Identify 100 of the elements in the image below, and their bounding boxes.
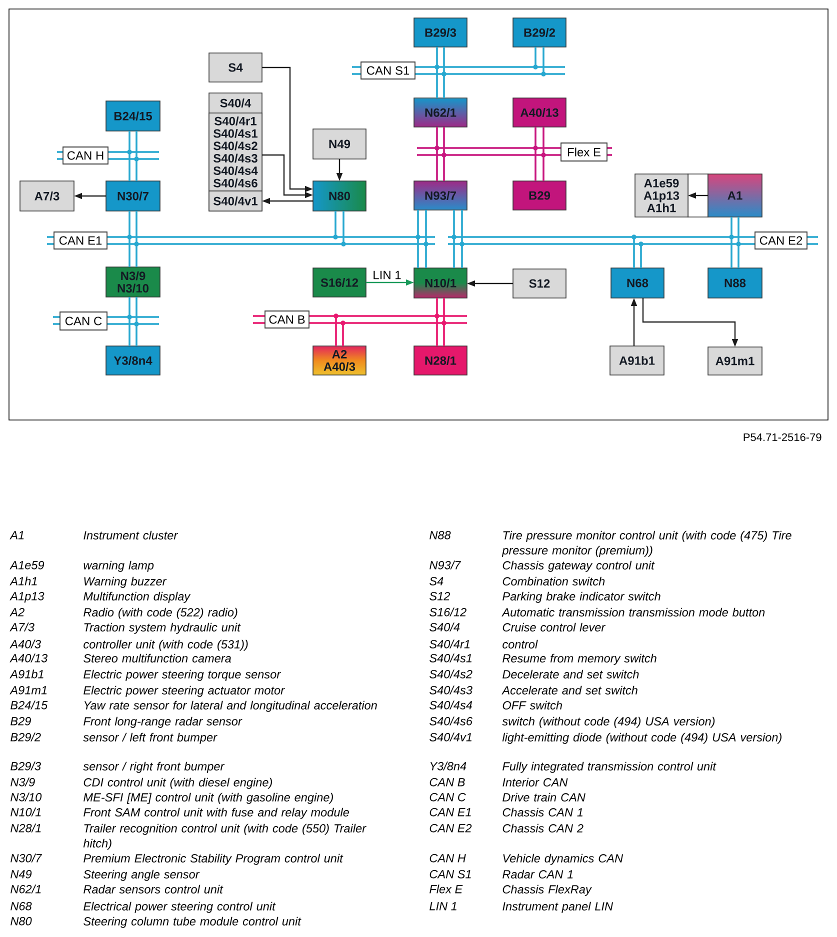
component-box: N93/7: [414, 180, 468, 210]
component-box: S4: [208, 52, 262, 82]
component-description: Resume from memory switch: [502, 654, 656, 665]
component-description: Decelerate and set switch: [502, 670, 639, 679]
component-description: Chassis FlexRay: [502, 884, 592, 896]
component-box: S40/4v1: [208, 190, 262, 212]
component-description: warning lamp: [84, 560, 154, 572]
component-box: N30/7: [106, 180, 160, 212]
component-code: A1p13: [10, 592, 44, 603]
component-description: Fully integrated transmission control unit: [502, 762, 716, 773]
component-box: B29/2: [512, 18, 566, 48]
component-box: Y3/8n4: [106, 346, 160, 376]
component-box: B29: [512, 180, 566, 210]
bus-connector: [436, 126, 445, 156]
component-code: S40/4s2: [430, 670, 472, 678]
edge-label: LIN 1: [372, 270, 402, 280]
bus-connector: [128, 151, 138, 182]
component-box: A91b1: [610, 346, 664, 376]
component-box: N88: [708, 268, 762, 298]
component-description: sensor / left front bumper: [83, 732, 218, 744]
component-code: S12: [430, 592, 450, 600]
bus-label: CAN B: [264, 310, 310, 328]
bus-label: CAN E2: [754, 232, 808, 250]
component-description: Vehicle dynamics CAN: [503, 854, 624, 865]
component-box: B24/15: [106, 100, 160, 132]
bus-connector: [453, 209, 463, 245]
bus-connector: [436, 147, 445, 182]
bus-connector: [534, 126, 544, 156]
component-box: N49: [312, 128, 366, 160]
bus-connector: [633, 236, 642, 269]
component-code: A40/13: [10, 654, 48, 662]
component-code: S40/4r1: [430, 640, 470, 648]
component-description: Interior CAN: [502, 778, 568, 787]
component-box: S16/12: [312, 268, 366, 298]
component-description: Automatic transmission transmission mode button: [502, 608, 765, 617]
component-code: B29/3: [10, 762, 41, 770]
component-description: Yaw rate sensor for lateral and longitudinal acceleration: [84, 700, 377, 712]
bus-connector: [436, 66, 445, 99]
component-code: N49: [10, 870, 32, 878]
bus-connector: [417, 209, 427, 245]
component-code: LIN 1: [430, 902, 456, 910]
component-description: Front long-range radar sensor: [84, 716, 242, 728]
component-code: N10/1: [10, 808, 41, 816]
component-code: B29/2: [10, 732, 41, 742]
component-description: Electrical power steering control unit: [84, 902, 276, 913]
bus-label: CAN H: [62, 146, 108, 164]
component-description: Trailer recognition control unit (with code (550) Trailer hitch): [83, 824, 366, 850]
component-code: N88: [430, 530, 451, 540]
bus-connector: [534, 46, 544, 75]
component-code: CAN C: [430, 792, 466, 802]
component-code: S16/12: [430, 608, 466, 616]
component-box: S40/4 S40/4r1 S40/4s1 S40/4s2 S40/4s3 S40/4s4 S40/4s6 S40/4v1: [208, 92, 262, 212]
bus-connector: [417, 236, 427, 269]
component-code: A1h1: [10, 576, 37, 586]
component-box: N28/1: [414, 346, 468, 376]
component-code: S40/4s6: [430, 716, 472, 726]
component-code: N93/7: [430, 560, 462, 570]
component-description: controller unit (with code (531)): [84, 640, 248, 651]
component-description: Chassis gateway control unit: [502, 560, 655, 572]
bus-connector: [730, 236, 740, 269]
component-box: N80: [312, 180, 366, 212]
bus-connector: [453, 236, 463, 269]
component-description: Steering angle sensor: [84, 870, 200, 881]
component-code: A1: [10, 531, 24, 540]
component-description: switch (without code (494) USA version): [502, 716, 715, 728]
bus-connector: [436, 315, 445, 347]
component-description: ME-SFI [ME] control unit (with gasoline engine): [84, 792, 333, 804]
bus-connector: [334, 210, 344, 245]
component-code: N28/1: [10, 824, 41, 832]
component-description: light-emitting diode (without code (494) USA version): [502, 732, 782, 744]
component-code: Flex E: [430, 884, 463, 894]
component-description: Instrument panel LIN: [502, 902, 614, 913]
component-code: B29: [10, 716, 31, 726]
component-description: CDI control unit (with diesel engine): [84, 778, 272, 789]
bus-label: CAN S1: [360, 62, 416, 80]
component-description: Cruise control lever: [502, 622, 606, 632]
component-box: A1: [708, 174, 762, 218]
component-code: CAN E1: [430, 808, 471, 816]
component-code: N3/10: [10, 792, 42, 802]
component-code: A1e59: [10, 560, 44, 570]
component-description: Parking brake indicator switch: [502, 592, 660, 603]
component-description: Electric power steering actuator motor: [84, 686, 285, 697]
bus-connector: [128, 316, 138, 347]
component-description: control: [502, 640, 538, 649]
bus-connector: [128, 296, 138, 325]
bus-connector: [436, 46, 445, 75]
component-description: Electric power steering torque sensor: [84, 670, 281, 681]
component-description: Steering column tube module control unit: [84, 916, 302, 928]
component-description: Chassis CAN 2: [502, 824, 584, 833]
bus-label: Flex E: [560, 142, 608, 162]
bus-connector: [128, 236, 138, 268]
component-box: N10/1: [414, 268, 468, 298]
component-code: N30/7: [10, 854, 42, 862]
component-description: Tire pressure monitor control unit (with code (475) Tire pressure monitor (premium)): [502, 530, 792, 557]
component-box: S12: [512, 268, 566, 298]
bus-connector: [128, 130, 138, 160]
component-box: B29/3: [414, 18, 468, 48]
component-code: A91m1: [10, 686, 47, 694]
component-code: A7/3: [10, 622, 34, 632]
component-code: A40/3: [10, 640, 41, 648]
